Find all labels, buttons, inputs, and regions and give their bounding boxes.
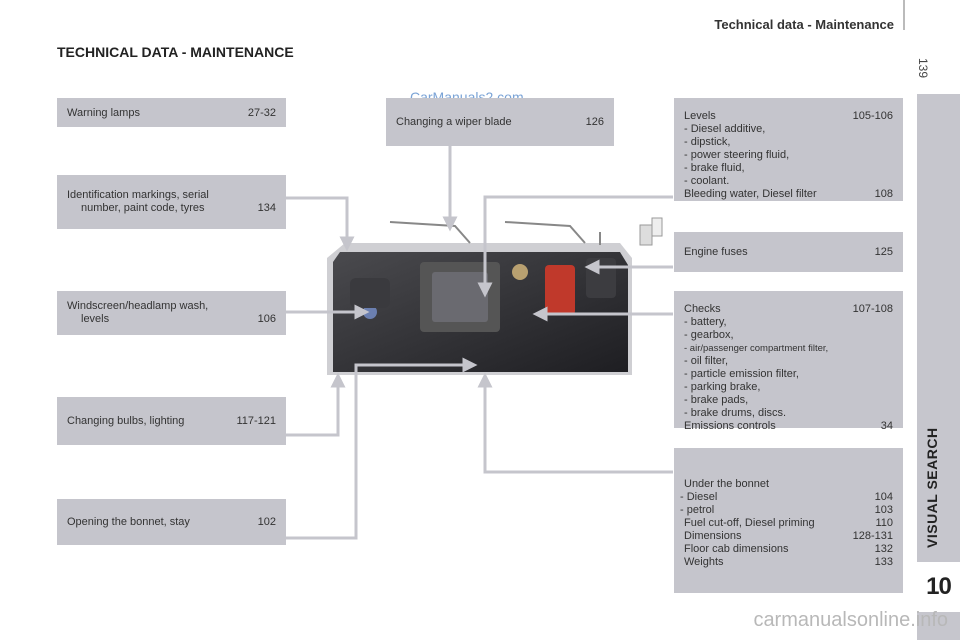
bonnet-row-label: - Diesel (680, 491, 718, 503)
windscreen-wash-box[interactable]: Windscreen/headlamp wash, levels 106 (57, 291, 286, 335)
bonnet-row-label: Floor cab dimensions (684, 543, 789, 555)
bonnet-row-page: 132 (874, 543, 893, 555)
checks-item: - brake drums, discs. (684, 407, 787, 419)
bulbs-page: 117-121 (236, 415, 276, 427)
bonnet-row-page: 128-131 (852, 530, 893, 542)
checks-box[interactable]: Checks 107-108 - battery, - gearbox, - ai… (674, 291, 903, 432)
engine-fuses-box[interactable]: Engine fuses 125 (674, 232, 903, 272)
fuse-icon (639, 217, 663, 246)
checks-item: - oil filter, (684, 355, 729, 367)
engine-fuses-label: Engine fuses (684, 246, 748, 258)
bonnet-row-label: Fuel cut-off, Diesel priming (684, 517, 815, 529)
bonnet-opening-page: 102 (257, 516, 276, 528)
levels-item: - Diesel additive, (684, 123, 766, 135)
under-bonnet-title: Under the bonnet (684, 478, 770, 490)
wiper-blade-page: 126 (585, 116, 604, 128)
identification-page: 134 (257, 202, 276, 214)
bulbs-label: Changing bulbs, lighting (67, 415, 185, 427)
bulbs-box[interactable]: Changing bulbs, lighting 117-121 (57, 397, 286, 445)
identification-line2: number, paint code, tyres (81, 202, 205, 214)
bonnet-opening-box[interactable]: Opening the bonnet, stay 102 (57, 499, 286, 545)
windscreen-line1: Windscreen/headlamp wash, (67, 300, 209, 312)
bonnet-row-label: Weights (684, 556, 724, 568)
footer-watermark: carmanualsonline.info (753, 609, 948, 631)
under-bonnet-box[interactable]: Under the bonnet - Diesel 104 - petrol 103… (674, 448, 903, 593)
emissions-page: 34 (880, 420, 893, 432)
checks-item: - parking brake, (684, 381, 761, 393)
levels-item: - dipstick, (684, 136, 731, 148)
bonnet-row-label: Dimensions (684, 530, 742, 542)
identification-box[interactable]: Identification markings, serial number, … (57, 175, 286, 229)
emissions-label: Emissions controls (684, 420, 776, 432)
wiper-blade-box[interactable]: Changing a wiper blade 126 (386, 98, 614, 146)
warning-lamps-box[interactable]: Warning lamps 27-32 (57, 98, 286, 127)
checks-title: Checks (684, 303, 721, 315)
wiper-blades (389, 221, 601, 245)
warning-lamps-label: Warning lamps (67, 106, 140, 119)
checks-item: - air/passenger compartment filter, (684, 343, 829, 354)
wiper-blade-label: Changing a wiper blade (396, 116, 512, 128)
running-header: Technical data - Maintenance (714, 17, 894, 32)
bonnet-row-page: 133 (874, 556, 893, 568)
bonnet-row-page: 103 (874, 504, 893, 516)
levels-title: Levels (684, 110, 716, 122)
warning-lamps-page: 27-32 (247, 106, 276, 119)
header-divider (903, 0, 905, 30)
engine-fuses-page: 125 (874, 246, 893, 258)
chapter-number: 10 (917, 562, 960, 612)
page-title: TECHNICAL DATA - MAINTENANCE (57, 44, 294, 60)
checks-item: - particle emission filter, (684, 368, 799, 380)
checks-item: - brake pads, (684, 394, 749, 406)
connector-lines (285, 146, 673, 540)
windscreen-line2: levels (81, 313, 110, 325)
engine-bay-illustration (327, 243, 632, 375)
windscreen-page: 106 (257, 313, 276, 325)
levels-box[interactable]: Levels 105-106 - Diesel additive, - dipst… (674, 98, 903, 201)
levels-page: 105-106 (852, 110, 893, 122)
checks-page: 107-108 (852, 303, 893, 315)
bonnet-row-label: - petrol (680, 504, 715, 516)
chapter-sidebar (917, 94, 960, 640)
bonnet-row-page: 104 (874, 491, 893, 503)
bleeding-page: 108 (874, 188, 893, 200)
checks-item: - gearbox, (684, 329, 734, 341)
identification-line1: Identification markings, serial (67, 189, 209, 201)
levels-item: - brake fluid, (684, 162, 745, 174)
levels-item: - power steering fluid, (684, 149, 790, 161)
levels-item: - coolant. (684, 175, 730, 187)
bleeding-label: Bleeding water, Diesel filter (684, 188, 817, 200)
bonnet-row-page: 110 (875, 517, 893, 529)
checks-item: - battery, (684, 316, 727, 328)
bonnet-opening-label: Opening the bonnet, stay (67, 516, 190, 528)
